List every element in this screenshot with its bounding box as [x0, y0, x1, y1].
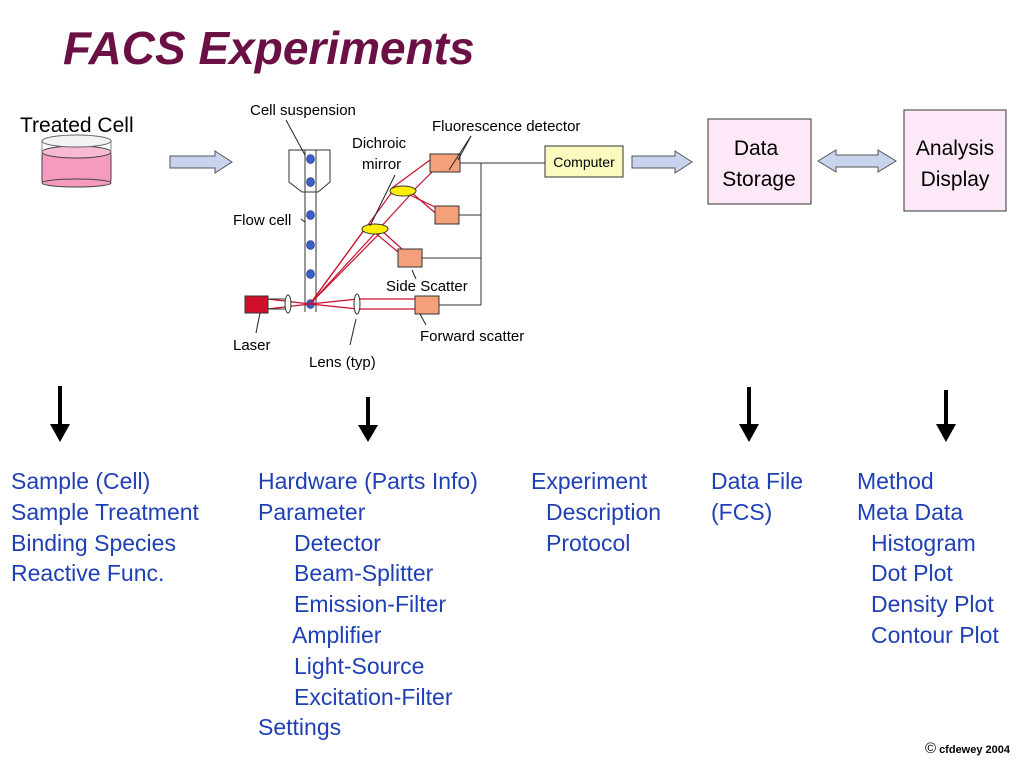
fluorescence-detector-label: Fluorescence detector: [432, 118, 580, 135]
page-title: FACS Experiments: [63, 22, 475, 74]
list-item: Contour Plot: [871, 621, 999, 648]
list-item: Data File: [711, 468, 804, 494]
laser-label: Laser: [233, 337, 271, 354]
list-item: Description: [546, 498, 662, 525]
computer-box: [544, 145, 624, 178]
treated-cell-label: Treated Cell: [20, 114, 134, 137]
data-file-column: Data File (FCS): [711, 466, 803, 528]
copyright-text: cfdewey 2004: [939, 744, 1010, 756]
facs-diagram: Treated Cell: [20, 102, 1007, 442]
list-item: Detector: [294, 529, 381, 556]
lens-icon: [284, 293, 361, 315]
list-item: Experiment: [531, 468, 648, 494]
beaker-icon: [41, 134, 112, 188]
detector-icon: [397, 153, 461, 315]
computer-label: Computer: [553, 154, 615, 170]
copyright-symbol: ©: [924, 740, 936, 757]
forward-scatter-label: Forward scatter: [420, 328, 524, 345]
list-item: Histogram: [871, 529, 976, 556]
list-item: Hardware (Parts Info): [258, 468, 478, 494]
arrow-down-icon: [50, 386, 70, 442]
list-item: Binding Species: [11, 529, 176, 556]
list-item: Dot Plot: [871, 560, 953, 587]
side-scatter-label: Side Scatter: [386, 278, 468, 295]
list-item: Amplifier: [292, 621, 382, 648]
flow-cell-label: Flow cell: [233, 212, 291, 229]
experiment-column: Experiment Description Protocol: [531, 466, 661, 558]
method-column: Method Meta Data Histogram Dot Plot Dens…: [857, 466, 999, 651]
analysis-display-label-line2: Display: [921, 168, 990, 191]
leader-lines: [255, 119, 472, 346]
list-item: Parameter: [258, 498, 366, 525]
list-item: Method: [857, 468, 934, 494]
data-storage-label-line1: Data: [734, 137, 779, 160]
copyright-notice: © cfdewey 2004: [925, 740, 1010, 757]
list-item: Sample (Cell): [11, 468, 151, 494]
signal-wires: [422, 162, 545, 306]
hardware-column: Hardware (Parts Info) Parameter Detector…: [258, 466, 478, 743]
flow-cell-icon: [288, 149, 331, 312]
list-item: Reactive Func.: [11, 560, 165, 587]
list-item: Excitation-Filter: [294, 683, 453, 710]
dichroic-mirror-label-line1: Dichroic: [352, 135, 407, 152]
list-item: Beam-Splitter: [294, 560, 434, 587]
sample-column: Sample (Cell) Sample Treatment Binding S…: [11, 466, 199, 589]
list-item: Settings: [258, 714, 342, 741]
arrow-down-icon: [739, 387, 759, 442]
list-item: Emission-Filter: [294, 591, 447, 618]
dichroic-mirror-label-line2: mirror: [362, 156, 401, 173]
double-arrow-icon: [817, 149, 897, 173]
analysis-display-box: [903, 109, 1007, 212]
list-item: (FCS): [711, 498, 773, 525]
analysis-display-label-line1: Analysis: [916, 137, 994, 160]
list-item: Light-Source: [294, 652, 425, 679]
list-item: Protocol: [546, 529, 631, 556]
arrow-right-icon: [169, 150, 233, 174]
arrow-right-icon: [631, 150, 693, 174]
data-storage-box: [707, 118, 812, 205]
arrow-down-icon: [936, 390, 956, 442]
lens-label: Lens (typ): [309, 354, 376, 371]
list-item: Sample Treatment: [11, 498, 199, 525]
list-item: Density Plot: [871, 591, 994, 618]
laser-icon: [244, 295, 269, 314]
dichroic-mirror-icon: [361, 185, 417, 235]
cell-suspension-label: Cell suspension: [250, 102, 356, 119]
list-item: Meta Data: [857, 498, 964, 525]
data-storage-label-line2: Storage: [722, 168, 796, 191]
arrow-down-icon: [358, 397, 378, 442]
